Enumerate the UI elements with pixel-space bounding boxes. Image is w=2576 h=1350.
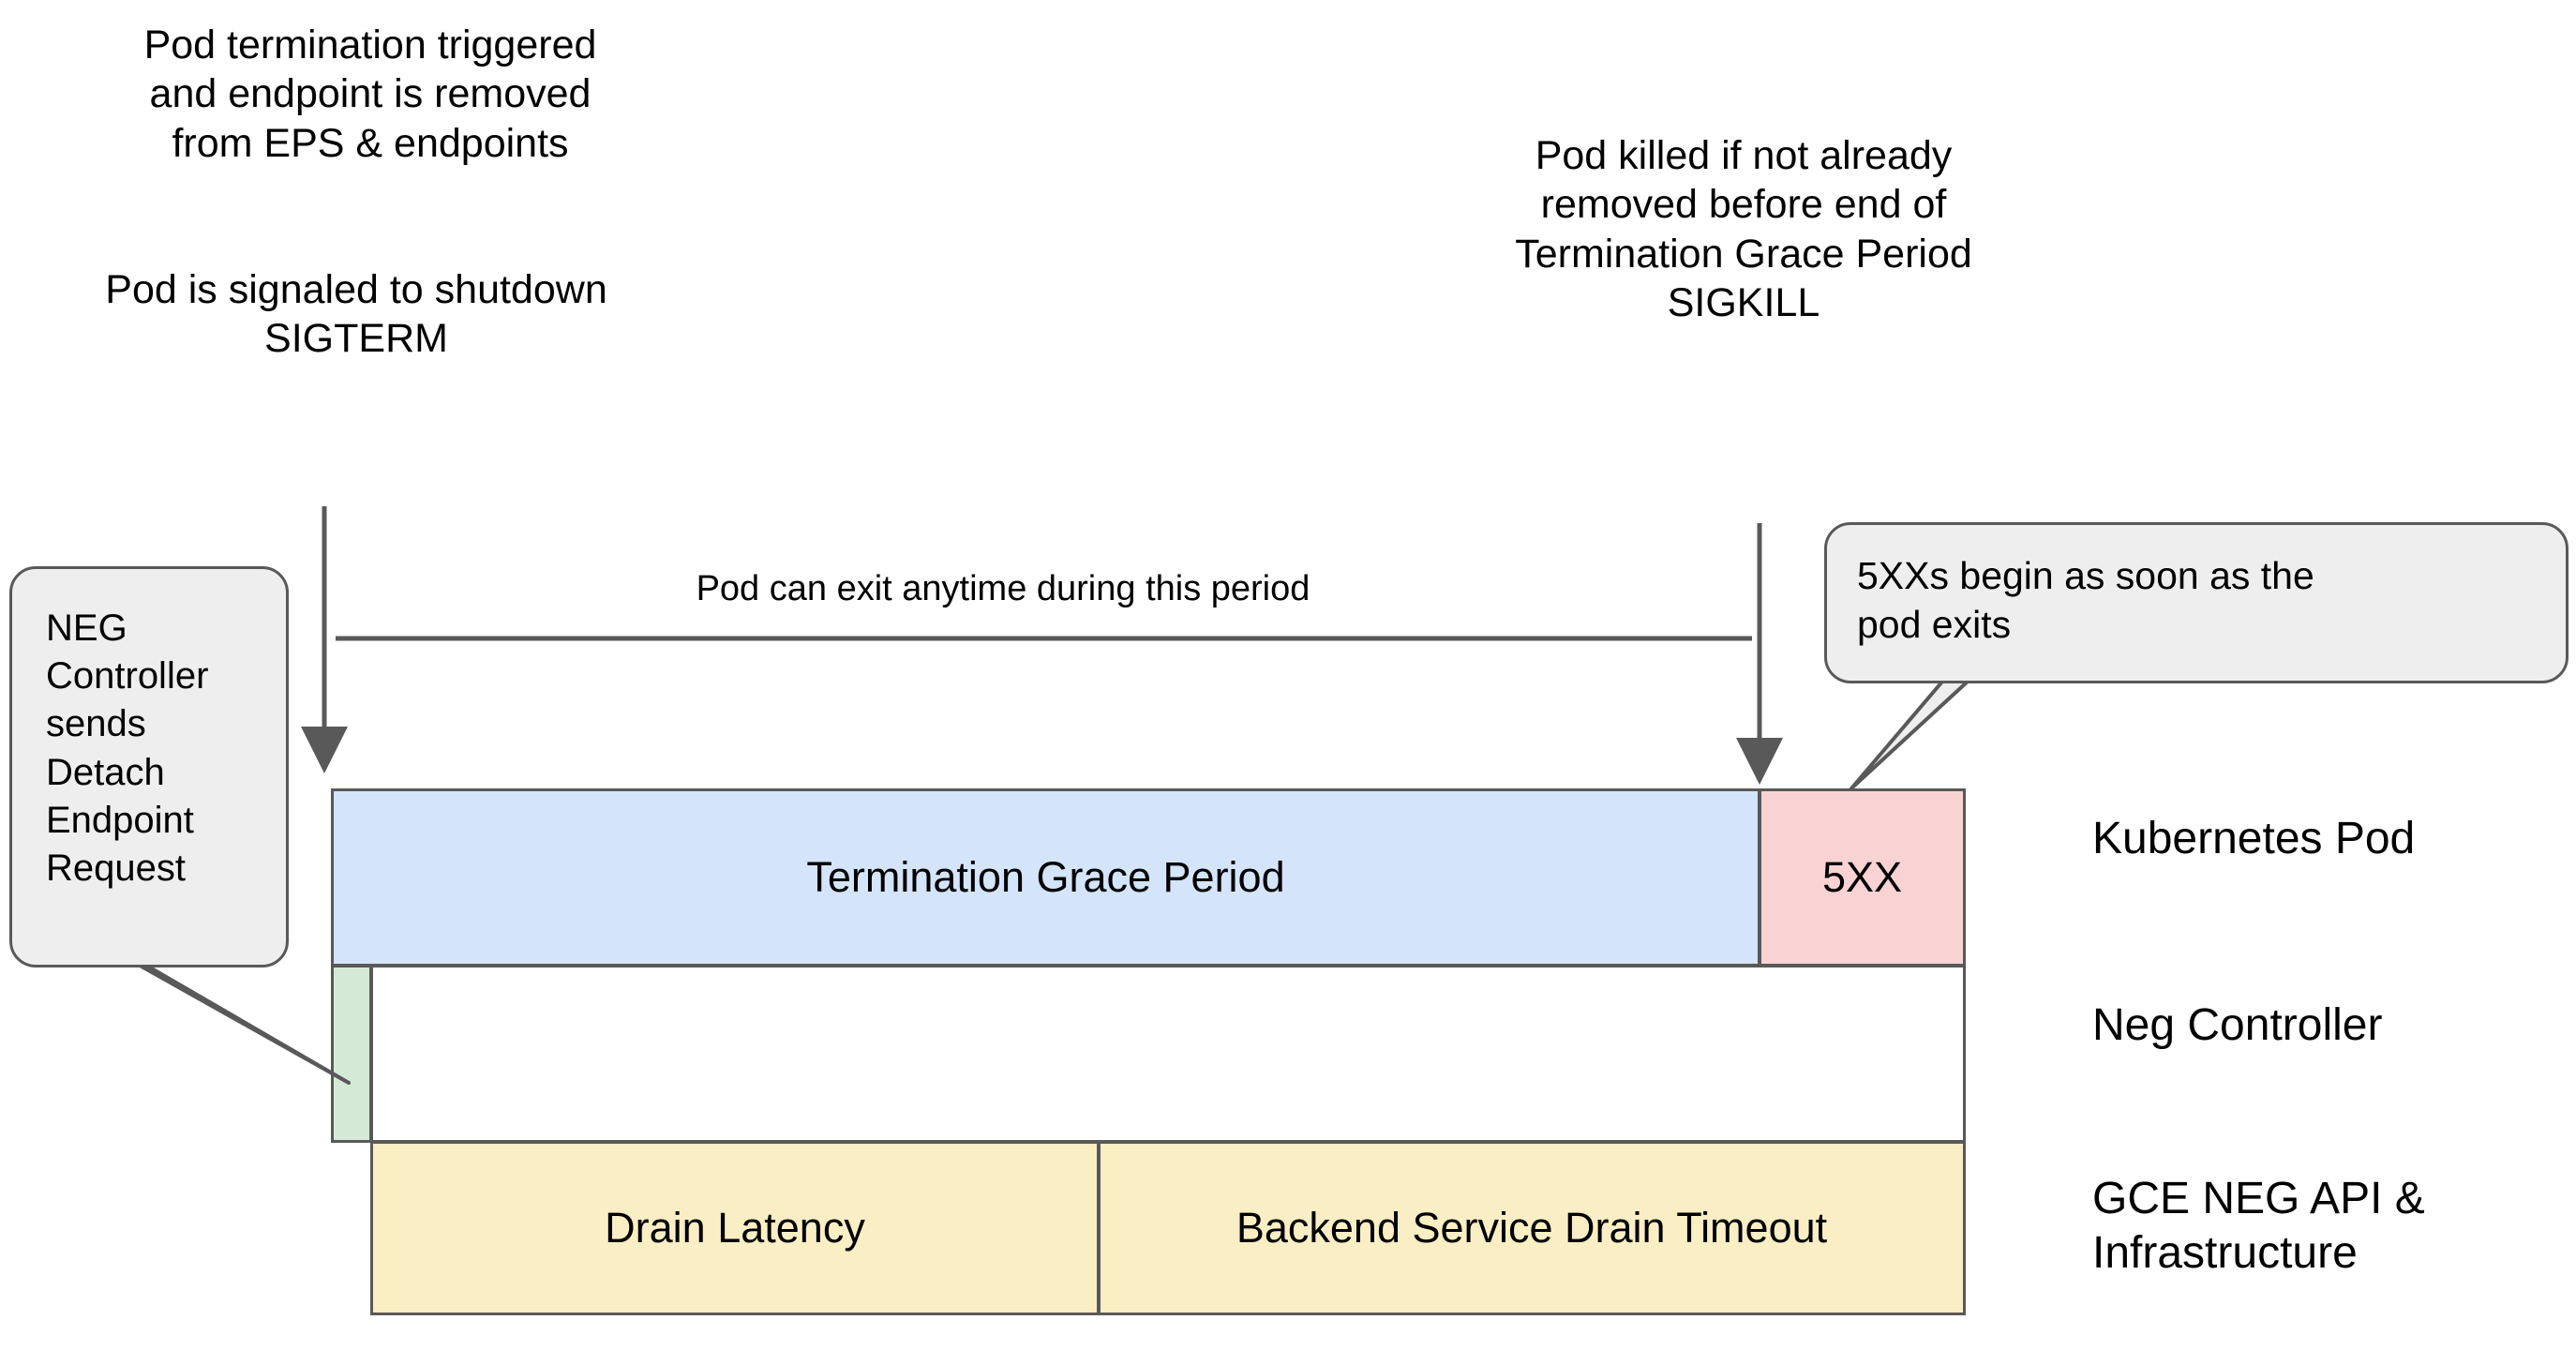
bar-backend-service-drain-timeout: Backend Service Drain Timeout: [1098, 1141, 1966, 1315]
note-pod-signaled-sigterm: Pod is signaled to shutdown SIGTERM: [105, 267, 607, 362]
bar-5xx: 5XX: [1759, 788, 1966, 967]
callout-neg-controller-detach-request: NEG Controller sends Detach Endpoint Req…: [9, 566, 289, 968]
bar-drain-latency: Drain Latency: [370, 1141, 1100, 1315]
bar-neg-controller-row: [370, 965, 1966, 1143]
bar-termination-grace-period: Termination Grace Period: [331, 788, 1760, 967]
callout-5xx-begin: 5XXs begin as soon as the pod exits: [1824, 522, 2569, 683]
note-pod-killed-sigkill: Pod killed if not already removed before…: [1515, 133, 1972, 326]
label-pod-can-exit-anytime: Pod can exit anytime during this period: [696, 569, 1310, 608]
bar-neg-detach-endpoint: [331, 965, 372, 1143]
lane-label-neg-controller: Neg Controller: [2092, 1000, 2383, 1050]
note-pod-termination-triggered: Pod termination triggered and endpoint i…: [143, 22, 597, 166]
callout-tail-5xx: [1850, 679, 1970, 790]
lane-label-gce-neg-api-infrastructure: GCE NEG API & Infrastructure: [2092, 1174, 2425, 1278]
lane-label-kubernetes-pod: Kubernetes Pod: [2092, 814, 2416, 863]
